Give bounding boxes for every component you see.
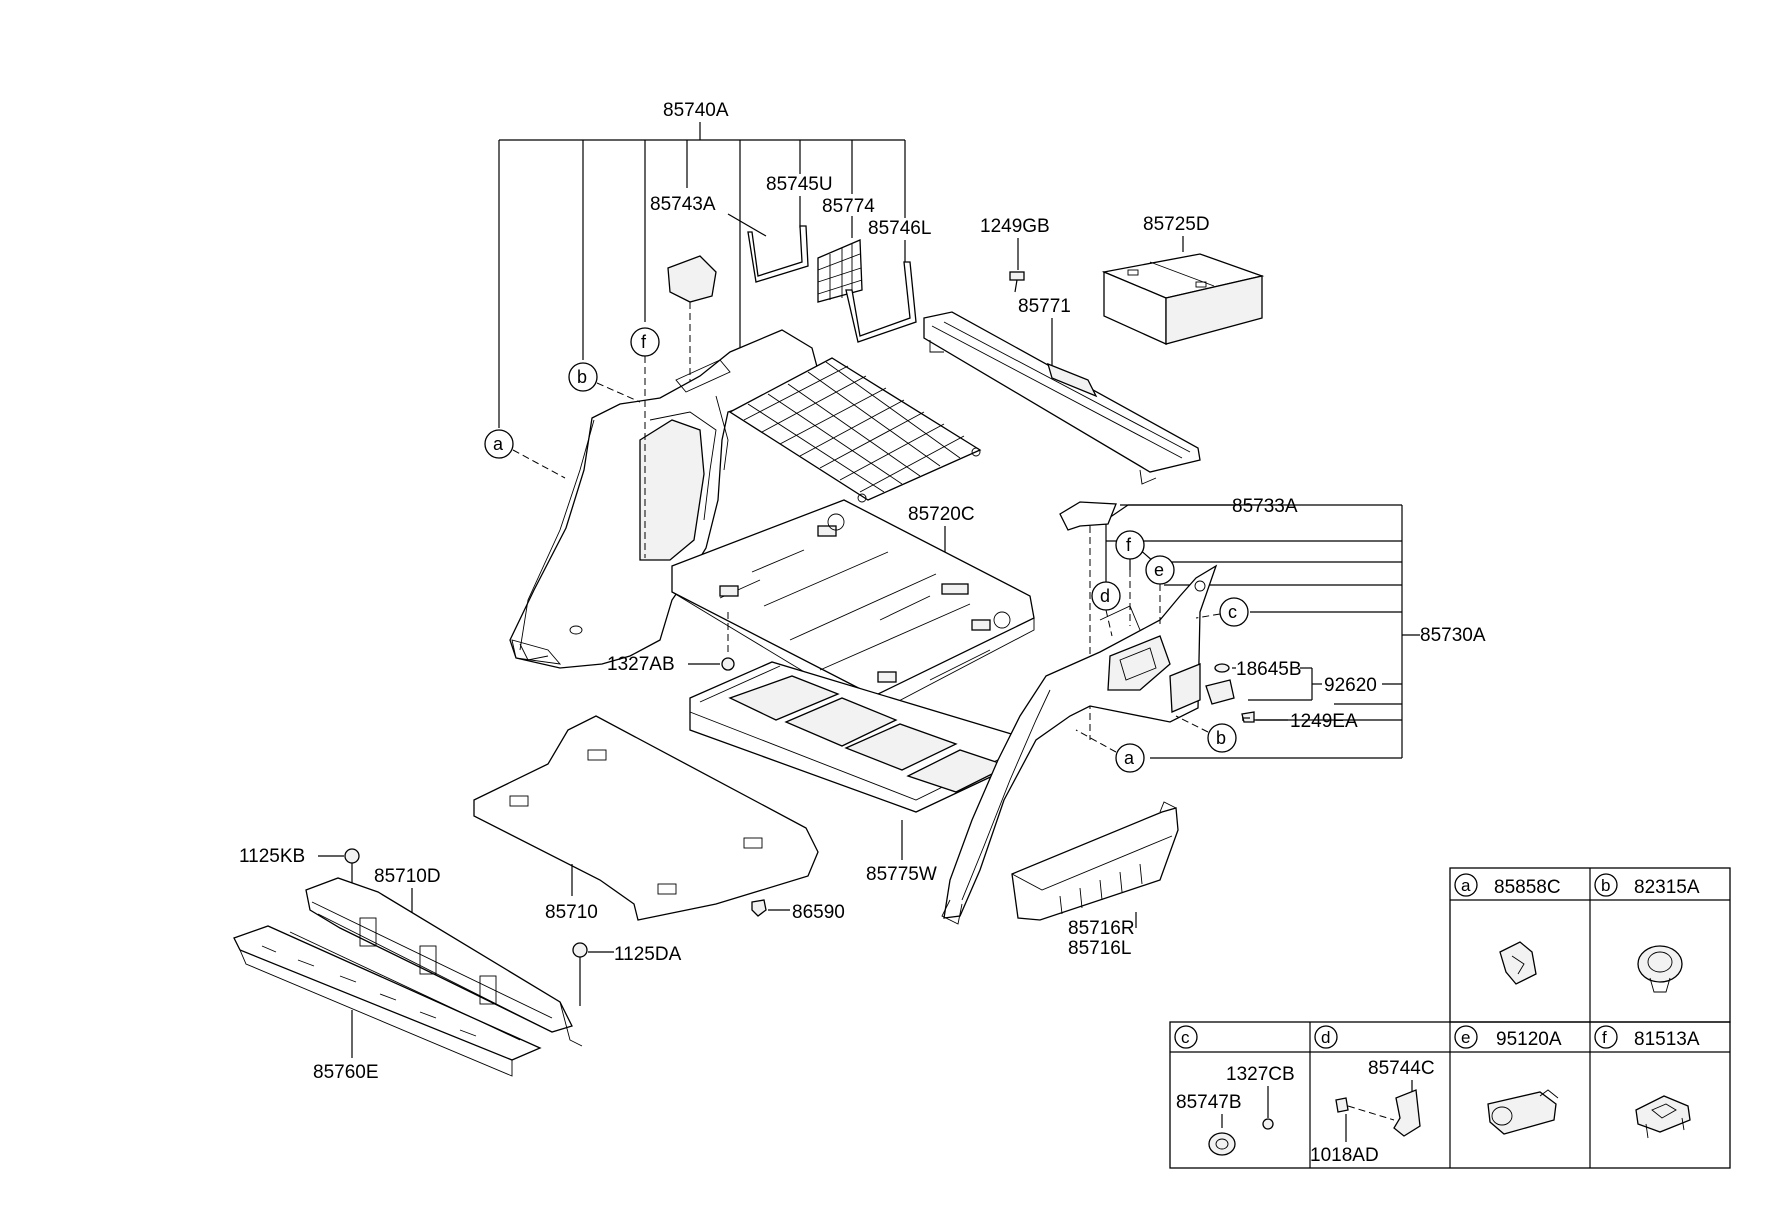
callout-18645B[interactable]: 18645B	[1236, 659, 1302, 680]
legend-81513A[interactable]: 81513A	[1634, 1029, 1700, 1050]
part-85774-net-patch	[817, 239, 863, 303]
legend-85858C[interactable]: 85858C	[1494, 877, 1561, 898]
part-1249EA-screw	[1241, 711, 1255, 723]
part-92620-lamp	[1205, 679, 1235, 705]
callout-85725D[interactable]: 85725D	[1143, 214, 1210, 235]
svg-text:a: a	[493, 434, 504, 454]
legend-95120A[interactable]: 95120A	[1496, 1029, 1562, 1050]
part-85716-side-box	[1011, 801, 1179, 921]
callout-1249GB[interactable]: 1249GB	[980, 216, 1050, 237]
letter-b-right[interactable]: b	[1207, 723, 1237, 753]
svg-text:b: b	[1216, 728, 1226, 748]
callout-85775W[interactable]: 85775W	[866, 864, 937, 885]
callout-85745U[interactable]: 85745U	[766, 174, 833, 195]
part-85710D-rear-panel	[305, 877, 583, 1047]
part-86590-clip	[751, 899, 767, 917]
part-85725D-storage-box	[1101, 253, 1265, 346]
callout-85716L[interactable]: 85716L	[1068, 938, 1131, 959]
legend-letter-a: a	[1461, 876, 1471, 895]
letter-b-left[interactable]: b	[568, 362, 598, 392]
callout-85730A[interactable]: 85730A	[1420, 625, 1486, 646]
callout-85743A[interactable]: 85743A	[650, 194, 716, 215]
callout-85710[interactable]: 85710	[545, 902, 598, 923]
legend-cell-f: f 81513A	[1594, 1025, 1700, 1139]
svg-text:a: a	[1124, 748, 1135, 768]
callout-86590[interactable]: 86590	[792, 902, 845, 923]
callout-85740A-group: 85740A	[498, 100, 906, 428]
legend-letter-c: c	[1181, 1028, 1190, 1047]
part-85730A-right-trim	[941, 564, 1218, 925]
part-1018AD-screw-icon	[1335, 1097, 1349, 1113]
callout-85774[interactable]: 85774	[822, 196, 875, 217]
callout-92620[interactable]: 92620	[1324, 675, 1377, 696]
callout-1125KB[interactable]: 1125KB	[239, 846, 305, 867]
callout-1125DA[interactable]: 1125DA	[614, 944, 682, 965]
legend-letter-f: f	[1602, 1028, 1607, 1047]
part-85740A-left-trim	[509, 329, 821, 669]
svg-text:f: f	[641, 332, 647, 352]
callout-85710D[interactable]: 85710D	[374, 866, 441, 887]
legend-85747B[interactable]: 85747B	[1176, 1092, 1242, 1113]
part-85745U-strap	[747, 225, 809, 283]
letter-f-left[interactable]: f	[630, 327, 660, 357]
callout-1327AB[interactable]: 1327AB	[607, 654, 675, 675]
callout-1249EA[interactable]: 1249EA	[1290, 711, 1358, 732]
legend-85744C[interactable]: 85744C	[1368, 1058, 1435, 1079]
callout-85760E[interactable]: 85760E	[313, 1062, 379, 1083]
svg-text:c: c	[1228, 602, 1237, 622]
part-1125DA-bolt	[572, 942, 588, 1006]
part-81513A-clip-icon	[1635, 1095, 1691, 1133]
legend-table	[1169, 867, 1731, 1169]
letter-f-right[interactable]: f	[1115, 530, 1145, 560]
svg-text:f: f	[1126, 535, 1132, 555]
callout-85746L[interactable]: 85746L	[868, 218, 931, 239]
callout-85720C[interactable]: 85720C	[908, 504, 975, 525]
legend-cell-d: d 85744C 1018AD	[1310, 1025, 1435, 1166]
legend-cell-b: b 82315A	[1594, 873, 1700, 993]
callout-85733A[interactable]: 85733A	[1232, 496, 1298, 517]
callout-85716R[interactable]: 85716R	[1068, 918, 1135, 939]
callout-85771[interactable]: 85771	[1018, 296, 1071, 317]
legend-letter-e: e	[1461, 1028, 1470, 1047]
svg-text:e: e	[1154, 560, 1164, 580]
legend-cell-e: e 95120A	[1454, 1025, 1562, 1135]
part-1327AB-nut	[721, 657, 735, 671]
legend-letter-d: d	[1321, 1028, 1330, 1047]
part-85720C-luggage-board	[671, 499, 1035, 715]
part-85743A-hook	[667, 255, 717, 303]
legend-82315A[interactable]: 82315A	[1634, 877, 1700, 898]
callout-85740A[interactable]: 85740A	[663, 100, 729, 121]
letter-c-right[interactable]: c	[1219, 597, 1249, 627]
legend-cell-a: a 85858C	[1454, 873, 1561, 985]
part-85760E-under-panel	[233, 925, 542, 1077]
part-85740A-cargo-net	[728, 357, 982, 503]
legend-letter-b: b	[1601, 876, 1610, 895]
legend-1327CB[interactable]: 1327CB	[1226, 1064, 1295, 1085]
part-85746L-strap	[845, 261, 917, 343]
part-85744C-bracket-icon	[1393, 1089, 1421, 1137]
part-1327CB-nut-icon	[1262, 1118, 1274, 1130]
svg-text:b: b	[577, 367, 587, 387]
part-95120A-connector-icon	[1487, 1091, 1557, 1135]
letter-d-right[interactable]: d	[1091, 581, 1121, 611]
part-85858C-clip-icon	[1499, 941, 1537, 985]
part-85733A-cover	[1059, 501, 1117, 531]
letter-e-right[interactable]: e	[1145, 555, 1175, 585]
legend-1018AD[interactable]: 1018AD	[1310, 1145, 1379, 1166]
svg-text:d: d	[1100, 586, 1110, 606]
part-1249GB-screw	[1009, 271, 1025, 293]
letter-a-left[interactable]: a	[484, 429, 514, 459]
part-85710-floor-mat	[473, 715, 819, 921]
legend-cell-c: c 1327CB 85747B	[1174, 1025, 1295, 1156]
letter-a-right[interactable]: a	[1115, 743, 1145, 773]
part-85771-sill-plate	[923, 311, 1201, 485]
part-85747B-cap-icon	[1208, 1132, 1236, 1156]
part-82315A-grommet-icon	[1637, 945, 1683, 983]
part-18645B-bulb	[1214, 663, 1230, 673]
